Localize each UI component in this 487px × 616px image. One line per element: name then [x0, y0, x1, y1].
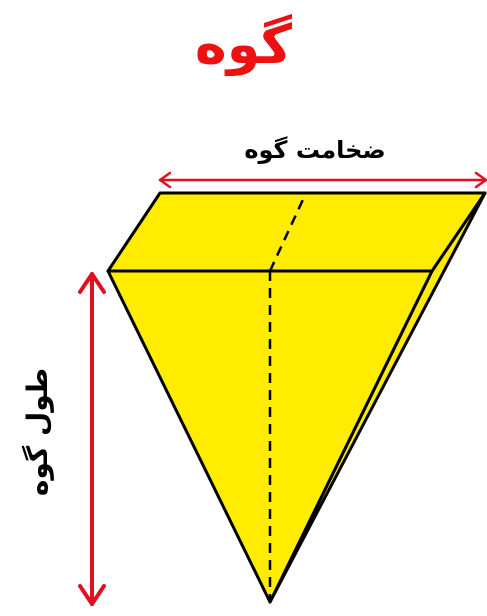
page-title: گوه [194, 13, 293, 76]
width-label: ضخامت گوه [244, 136, 386, 164]
wedge-hidden-edge-top [268, 192, 308, 272]
width-arrow [158, 171, 487, 189]
wedge-top-face [106, 191, 487, 273]
length-arrow [78, 272, 106, 606]
